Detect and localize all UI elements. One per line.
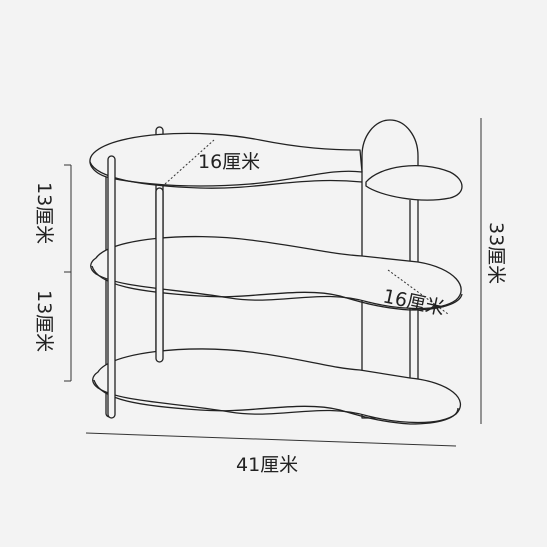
shelf-middle — [90, 235, 463, 311]
depth-marker-top — [164, 139, 215, 185]
front-post-left — [107, 155, 116, 419]
label-total-width: 41厘米 — [236, 454, 298, 476]
shelf-bottom-top — [92, 348, 462, 424]
shelf-top-side-ledge — [365, 165, 463, 201]
shelf-bottom — [92, 348, 462, 425]
shelf-middle-top — [90, 235, 462, 310]
left-dimension — [64, 164, 72, 382]
bottom-dim-line — [85, 432, 457, 447]
shelf-middle-thickness — [91, 265, 463, 311]
label-shelf-spacing-top: 13厘米 — [33, 182, 55, 244]
shelf-bottom-thickness — [93, 379, 459, 425]
shelf-top-thickness — [89, 161, 363, 189]
label-shelf-spacing-bottom: 13厘米 — [33, 290, 55, 352]
label-shelf-depth-top: 16厘米 — [198, 151, 260, 173]
bottom-dimension — [85, 432, 457, 447]
shelf-top — [89, 132, 463, 201]
depth-marker-side — [387, 269, 449, 315]
label-total-height: 33厘米 — [485, 222, 507, 284]
front-posts — [107, 155, 164, 419]
front-post-middle — [155, 187, 164, 363]
